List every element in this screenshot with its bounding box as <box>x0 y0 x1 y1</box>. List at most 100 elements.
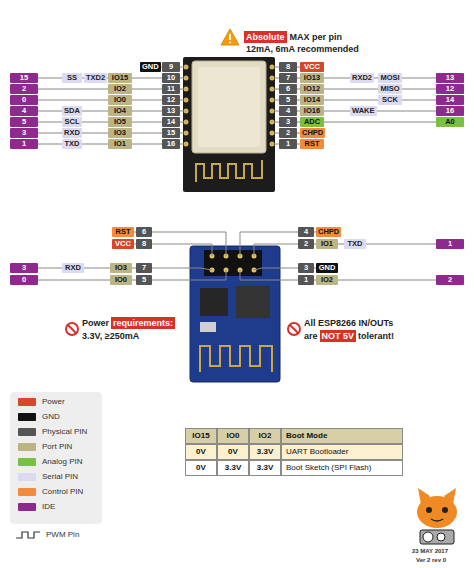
serial-pin: RXD <box>62 128 82 138</box>
ground-pin: GND <box>140 62 161 72</box>
control-pin: RST <box>300 139 324 149</box>
physical-pin: 9 <box>162 62 180 72</box>
ide-pin: 5 <box>10 117 38 127</box>
no-entry-icon <box>68 325 76 333</box>
note-highlight: Absolute <box>244 31 287 43</box>
control-pin: CHPD <box>300 128 325 138</box>
port-pin: IO3 <box>110 263 132 273</box>
ide-pin: 0 <box>10 275 38 285</box>
pin-pad <box>184 131 189 136</box>
serial-pin: TXD <box>344 239 366 249</box>
warning-icon <box>229 34 231 40</box>
table-cell: 3.3V <box>249 460 281 476</box>
port-pin: IO15 <box>108 73 132 83</box>
legend-swatch <box>18 428 36 436</box>
physical-pin: 8 <box>279 62 297 72</box>
legend-text: IDE <box>42 502 55 512</box>
pin-pad <box>270 87 275 92</box>
pin-pad <box>270 109 275 114</box>
note-text: All ESP8266 IN/OUTs <box>304 317 393 329</box>
pin-pad <box>184 65 275 147</box>
ide-pin: 1 <box>436 239 464 249</box>
esp12-module <box>196 160 262 182</box>
physical-pin: 1 <box>279 139 297 149</box>
pin-pad <box>184 120 189 125</box>
serial-pin: RXD <box>62 263 84 273</box>
power-pin: VCC <box>112 239 134 249</box>
legend-panel <box>10 392 102 524</box>
legend-text: PWM Pin <box>46 530 79 540</box>
version-text: Ver 2 rev 0 <box>416 556 446 564</box>
legend-panel <box>10 392 102 524</box>
table-header: IO0 <box>217 428 249 444</box>
analog-pin: ADC <box>300 117 324 127</box>
port-pin: IO2 <box>108 84 132 94</box>
control-pin: RST <box>112 227 134 237</box>
port-pin: IO16 <box>300 106 324 116</box>
no-entry-icon <box>290 325 298 333</box>
legend-swatch <box>18 398 36 406</box>
pin-pad <box>184 87 189 92</box>
esp01-board <box>190 246 280 382</box>
note-highlight: NOT 5V <box>320 330 357 342</box>
ide-pin: 0 <box>10 95 38 105</box>
legend-swatch <box>18 488 36 496</box>
physical-pin: 7 <box>136 263 152 273</box>
pin-pad <box>270 98 275 103</box>
legend-swatch <box>18 458 36 466</box>
port-pin: IO14 <box>300 95 324 105</box>
ide-pin: 3 <box>10 128 38 138</box>
serial-pin: SCK <box>378 95 402 105</box>
table-cell: 3.3V <box>217 460 249 476</box>
header-pin <box>210 254 257 273</box>
esp12-module <box>192 61 266 153</box>
maker-logo <box>426 507 432 513</box>
pin-pad <box>184 76 189 81</box>
physical-pin: 5 <box>279 95 297 105</box>
physical-pin: 6 <box>279 84 297 94</box>
pin-pad <box>184 65 189 70</box>
maker-logo <box>420 530 454 544</box>
table-header: IO2 <box>249 428 281 444</box>
legend-text: Control PIN <box>42 487 83 497</box>
legend-swatch <box>18 473 36 481</box>
ide-pin: 3 <box>10 263 38 273</box>
pin-pad <box>184 109 189 114</box>
serial-pin: MISO <box>378 84 402 94</box>
note-text: are <box>304 330 318 342</box>
pin-pad <box>184 142 189 147</box>
table-cell: Boot Sketch (SPI Flash) <box>281 460 403 476</box>
legend-swatch <box>18 443 36 451</box>
serial-pin: SDA <box>62 106 82 116</box>
ground-pin: GND <box>316 263 338 273</box>
maker-logo <box>423 532 433 542</box>
warning-icon <box>229 42 231 44</box>
maker-logo <box>417 496 457 528</box>
table-header: IO15 <box>185 428 217 444</box>
note-text: 3.3V, ≥250mA <box>82 330 139 342</box>
control-pin: CHPD <box>316 227 341 237</box>
legend-text: Port PIN <box>42 442 72 452</box>
physical-pin: 12 <box>162 95 180 105</box>
maker-logo <box>437 533 445 541</box>
port-pin: IO3 <box>108 128 132 138</box>
physical-pin: 15 <box>162 128 180 138</box>
physical-pin: 3 <box>298 263 314 273</box>
analog-pin: A0 <box>436 117 464 127</box>
esp01-board <box>200 346 272 372</box>
serial-pin: TXD <box>62 139 82 149</box>
ide-pin: 13 <box>436 73 464 83</box>
esp12-module <box>198 67 260 147</box>
pin-pad <box>270 120 275 125</box>
port-pin: IO5 <box>108 117 132 127</box>
pwm-symbol <box>16 532 40 538</box>
serial-pin: SCL <box>62 117 82 127</box>
power-pin: VCC <box>300 62 324 72</box>
port-pin: IO1 <box>316 239 338 249</box>
esp12-module <box>183 57 275 192</box>
table-cell: 0V <box>217 444 249 460</box>
port-pin: IO0 <box>108 95 132 105</box>
physical-pin: 10 <box>162 73 180 83</box>
pwm-symbol <box>16 532 40 538</box>
esp01-board <box>236 286 270 318</box>
